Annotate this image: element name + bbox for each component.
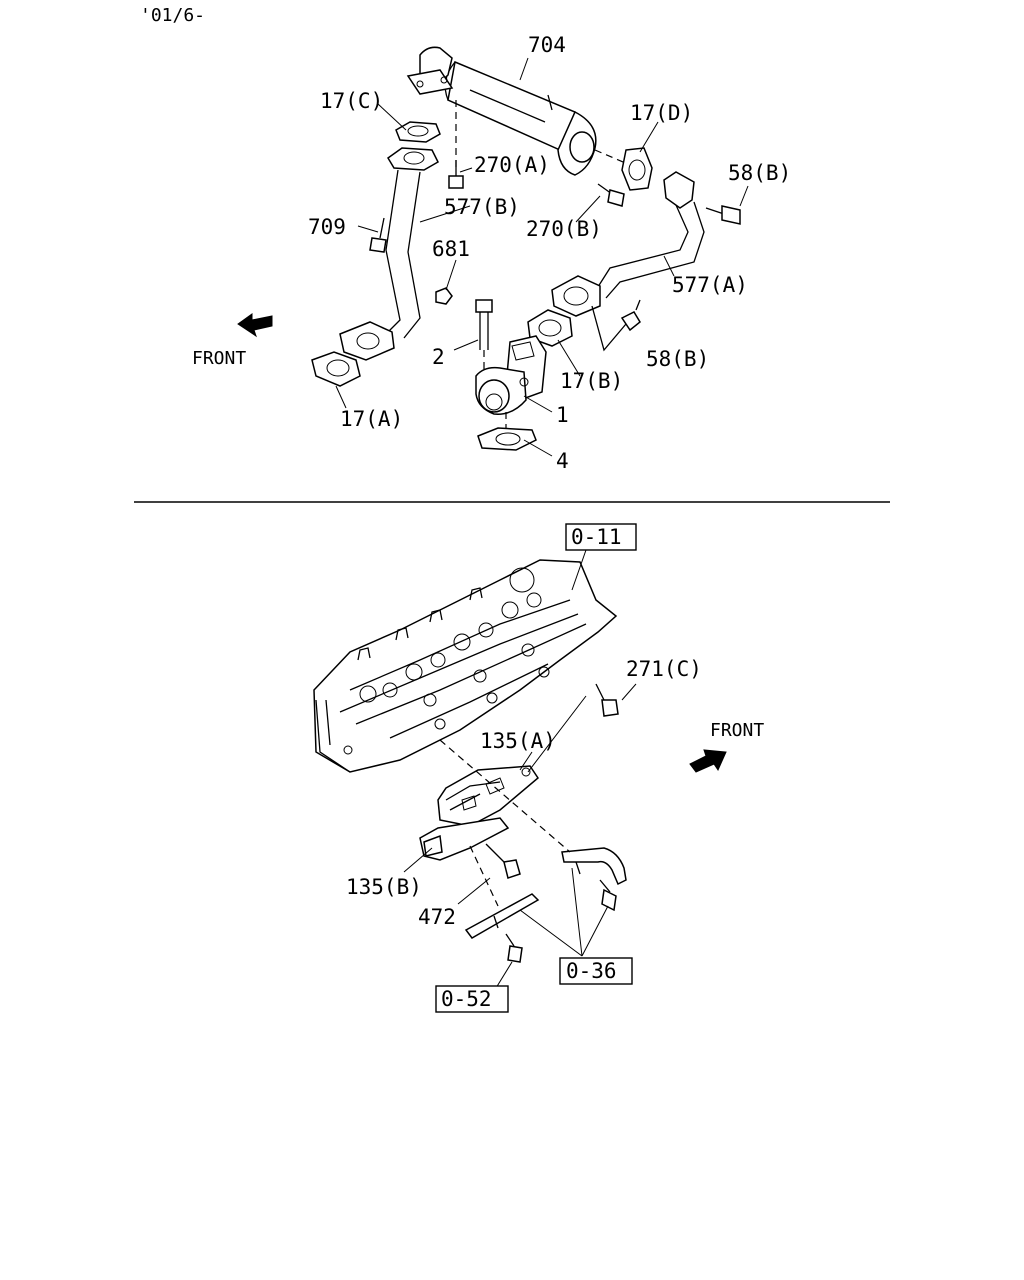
label-577a: 577(A) — [672, 273, 748, 297]
ref-0-52-text: 0-52 — [441, 987, 492, 1011]
egr-cooler-704 — [406, 46, 597, 176]
date-code: '01/6- — [140, 5, 205, 26]
label-135b: 135(B) — [346, 875, 422, 899]
leader-lines-bottom — [403, 549, 637, 989]
guide-lines-bottom — [439, 739, 571, 907]
ref-box-0-36: 0-36 — [559, 957, 633, 985]
pipe-577a — [551, 171, 705, 317]
ref-box-0-11: 0-11 — [565, 523, 637, 551]
front-arrow-bottom — [689, 749, 727, 773]
ref-0-36-text: 0-36 — [566, 959, 617, 983]
label-front-top: FRONT — [192, 348, 246, 369]
label-271c: 271(C) — [626, 657, 702, 681]
leader-lines-top — [335, 57, 749, 457]
gasket-17d — [594, 147, 653, 191]
label-704: 704 — [528, 33, 566, 57]
label-17b: 17(B) — [560, 369, 623, 393]
bolt-58b-top — [705, 205, 741, 225]
bolt-271c — [595, 683, 619, 717]
nut-681 — [435, 287, 453, 305]
label-577b: 577(B) — [444, 195, 520, 219]
label-17a: 17(A) — [340, 407, 403, 431]
top-exploded-diagram: 704 17(C) 17(D) 270(A) 58(B) 577(B) 270(… — [192, 33, 791, 473]
ref-box-0-52: 0-52 — [435, 985, 509, 1013]
bolt-2 — [475, 299, 493, 372]
label-270a: 270(A) — [474, 153, 550, 177]
front-arrow-top — [237, 313, 273, 338]
egr-valve-1 — [475, 335, 547, 415]
egr-pipe-assembly — [464, 847, 627, 963]
label-17d: 17(D) — [630, 101, 693, 125]
gasket-4 — [477, 412, 537, 451]
bottom-exploded-diagram: 0-11 0-36 0-52 271(C) FRONT 135(A) 135(B… — [313, 523, 764, 1013]
label-2: 2 — [432, 345, 445, 369]
label-270b: 270(B) — [526, 217, 602, 241]
label-709: 709 — [308, 215, 346, 239]
label-1: 1 — [556, 403, 569, 427]
label-17c: 17(C) — [320, 89, 383, 113]
label-472: 472 — [418, 905, 456, 929]
gasket-17a — [311, 351, 361, 387]
ref-0-11-text: 0-11 — [571, 525, 622, 549]
label-4: 4 — [556, 449, 569, 473]
label-135a: 135(A) — [480, 729, 556, 753]
cylinder-head — [313, 559, 618, 773]
pipe-577b — [339, 147, 439, 361]
bolt-270b — [597, 183, 625, 207]
bolt-270a — [448, 100, 464, 189]
label-58b-top: 58(B) — [728, 161, 791, 185]
label-front-bottom: FRONT — [710, 720, 764, 741]
label-58b-bottom: 58(B) — [646, 347, 709, 371]
label-681: 681 — [432, 237, 470, 261]
heat-shield-135a — [437, 765, 539, 827]
bolt-709 — [369, 217, 387, 253]
bolt-472 — [485, 843, 521, 879]
gasket-17c — [395, 121, 441, 143]
bolt-58b-bottom — [591, 299, 641, 352]
